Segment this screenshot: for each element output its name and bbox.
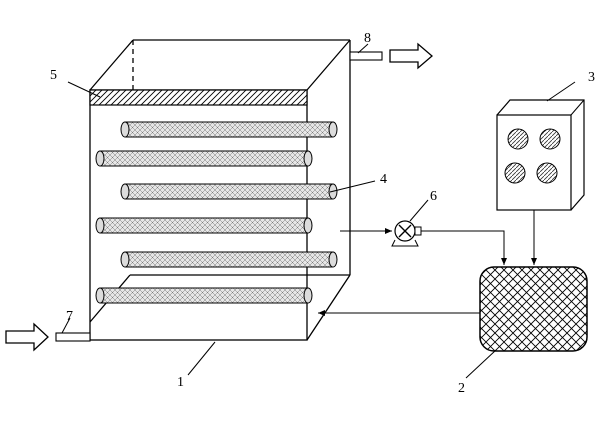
outlet-pipe bbox=[349, 42, 433, 70]
callout-3: 3 bbox=[588, 70, 595, 85]
callout-1: 1 bbox=[177, 375, 184, 390]
top-cover-strip bbox=[89, 89, 308, 106]
control-box bbox=[496, 99, 585, 211]
callout-2: 2 bbox=[458, 381, 465, 396]
callout-4: 4 bbox=[380, 172, 387, 187]
callout-6: 6 bbox=[430, 189, 437, 204]
tube-2 bbox=[95, 150, 313, 167]
callout-7: 7 bbox=[66, 309, 73, 324]
tube-1 bbox=[120, 121, 338, 138]
tube-6 bbox=[95, 287, 313, 304]
gauge-icon bbox=[536, 162, 558, 184]
tube-3 bbox=[120, 183, 338, 200]
callout-8: 8 bbox=[364, 31, 371, 46]
gauge-icon bbox=[507, 128, 529, 150]
gauge-icon bbox=[539, 128, 561, 150]
storage-tank bbox=[479, 266, 588, 352]
tube-4 bbox=[95, 217, 313, 234]
flow-lines bbox=[318, 210, 537, 316]
inlet-pipe bbox=[5, 322, 91, 352]
pump bbox=[391, 220, 422, 247]
tube-5 bbox=[120, 251, 338, 268]
callout-5: 5 bbox=[50, 68, 57, 83]
leader-lines bbox=[61, 43, 576, 379]
tube-bundle bbox=[95, 121, 338, 304]
gauge-icon bbox=[504, 162, 526, 184]
